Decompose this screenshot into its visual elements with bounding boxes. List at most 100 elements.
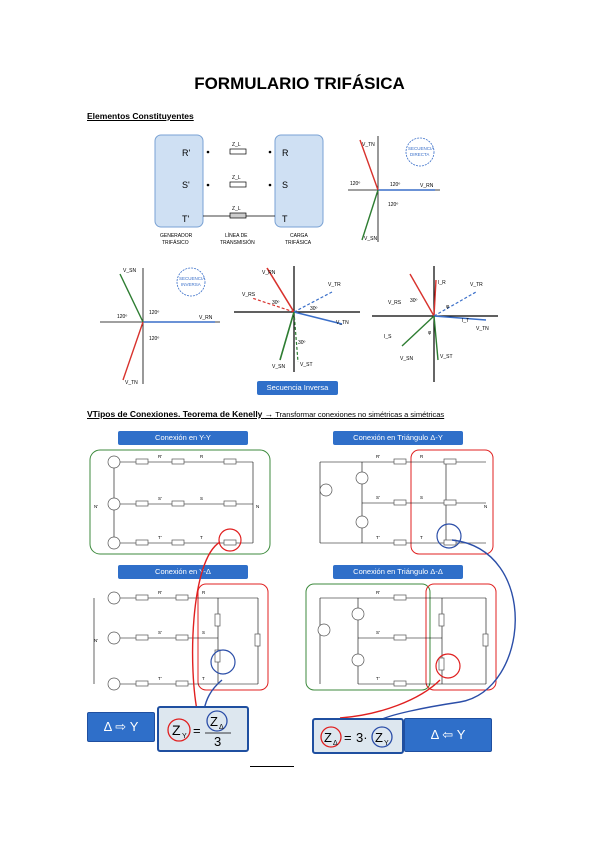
svg-text:120º: 120º [117,314,127,320]
generator-label-1: GENERADOR [160,233,193,239]
phasor-diagram-inversa: V_RN V_SN V_TN 120º 120º 120º SECUENCIA … [100,267,220,386]
highlight-zd-red-circle [435,653,461,679]
svg-text:V_RN: V_RN [420,183,434,189]
circuit-triangle-y: R' S' T' R S T N [319,449,494,555]
load-label-1: CARGA [290,233,308,239]
svg-text:R': R' [158,590,162,595]
svg-text:V_SN: V_SN [364,236,377,242]
svg-text:120º: 120º [149,310,159,316]
bottom-rule [250,766,294,767]
svg-text:Z: Z [210,714,218,729]
formula-zd-box: Z Δ = 3· Z Y [312,718,404,754]
svg-text:S: S [202,630,205,635]
svg-text:SECUENCIA: SECUENCIA [179,276,205,281]
generator-box [154,134,204,228]
svg-text:T: T [200,535,203,540]
svg-text:V_RN: V_RN [199,315,213,321]
highlight-zy-circle [218,528,242,552]
conexion-triangulo-delta-button[interactable]: Conexión en Triángulo Δ-Δ [333,565,463,579]
svg-text:Z: Z [172,722,181,738]
highlight-zy-blue-circle [436,523,462,549]
line-impedance-t [229,212,247,219]
node-t: T [282,214,288,224]
svg-text:V_RS: V_RS [388,300,402,306]
svg-text:R': R' [376,454,380,459]
node-t-prime: T' [182,214,189,224]
svg-text:V_TN: V_TN [125,380,138,386]
svg-text:S': S' [158,630,162,635]
conexion-y-delta-button[interactable]: Conexión en Y-Δ [118,565,248,579]
svg-text:R: R [420,454,424,459]
line-label-2: TRANSMISIÓN [220,239,255,246]
svg-text:Z_L: Z_L [232,175,241,181]
svg-text:S: S [200,496,203,501]
svg-text:S': S' [158,496,162,501]
svg-text:N: N [484,504,487,509]
svg-text:120º: 120º [388,202,398,208]
secuencia-inversa-button[interactable]: Secuencia Inversa [257,381,338,395]
svg-text:INVERSA: INVERSA [181,282,201,287]
svg-text:3·: 3· [356,730,368,745]
formula-zy-box: Z Y = Z Δ 3 [157,706,249,752]
svg-text:Z_L: Z_L [232,206,241,212]
svg-text:N: N [256,504,259,509]
svg-text:DIRECTA: DIRECTA [410,152,429,157]
svg-text:Y: Y [384,740,389,747]
svg-text:T': T' [158,676,162,681]
line-label-1: LÍNEA DE [225,232,248,239]
y-to-delta-label: Δ ⇦ Y [404,718,492,752]
svg-text:3: 3 [214,734,221,749]
svg-text:φ: φ [446,304,450,310]
generator-label-2: TRIFÁSICO [162,239,189,246]
svg-text:Z: Z [375,730,383,745]
svg-text:R: R [200,454,204,459]
svg-text:φ: φ [428,330,432,336]
svg-text:V_RS: V_RS [242,292,256,298]
section-heading-conexiones: VTipos de Conexiones. Teorema de Kenelly… [87,409,445,419]
svg-text:I_R: I_R [438,280,446,286]
svg-text:Δ: Δ [333,740,338,747]
svg-text:S: S [420,495,423,500]
transform-arrows [191,539,516,721]
svg-text:V_RN: V_RN [262,270,276,276]
inversa-badge [176,267,206,297]
svg-text:30º: 30º [272,300,280,306]
phasor-diagram-line-voltages: V_RS V_RN V_TR V_TN V_SN V_ST 30º 30º 30… [234,266,360,372]
svg-text:S': S' [376,630,380,635]
phasor-diagram-currents: V_RS I_R V_TR V_TN I_T I_S V_SN V_ST 30º… [372,266,498,382]
svg-text:T': T' [158,535,162,540]
svg-text:Y: Y [182,733,187,740]
svg-text:30º: 30º [410,298,418,304]
node-s: S [282,180,288,190]
node-r-prime: R' [182,148,190,158]
line-impedance-r [229,148,247,155]
svg-text:Z_L: Z_L [232,142,241,148]
svg-text:V_SN: V_SN [400,356,413,362]
circuit-y-y: R' S' T' R S T N' N [89,449,271,555]
svg-text:30º: 30º [298,340,306,346]
svg-text:V_TR: V_TR [328,282,341,288]
circuit-y-delta: R' S' T' R S T N' [93,583,269,691]
conexion-yy-button[interactable]: Conexión en Y-Y [118,431,248,445]
svg-text:V_TN: V_TN [336,320,349,326]
delta-to-y-label: Δ ⇨ Y [87,712,155,742]
conexion-triangulo-y-button[interactable]: Conexión en Triángulo Δ-Y [333,431,463,445]
svg-text:30º: 30º [310,306,318,312]
directa-badge [405,137,435,167]
page-title: FORMULARIO TRIFÁSICA [194,74,405,93]
three-phase-elements-diagram: R' S' T' R S T Z_L Z_L Z_L GENERADOR TRI… [154,134,324,246]
svg-text:V_SN: V_SN [272,364,285,370]
circuit-delta-delta: R' S' T' [305,583,497,691]
svg-text:I_T: I_T [462,318,469,324]
phasor-diagram-directa: V_RN V_TN V_SN 120º 120º 120º SECUENCIA … [348,136,440,242]
load-label-2: TRIFÁSICA [285,239,312,246]
line-impedance-s [229,181,247,188]
svg-text:V_TR: V_TR [470,282,483,288]
svg-text:R': R' [376,590,380,595]
svg-text:V_TN: V_TN [476,326,489,332]
section-heading-elementos: Elementos Constituyentes [87,111,194,121]
svg-text:=: = [344,730,352,745]
svg-text:T': T' [376,676,380,681]
svg-text:V_ST: V_ST [440,354,453,360]
svg-text:Z: Z [324,730,332,745]
